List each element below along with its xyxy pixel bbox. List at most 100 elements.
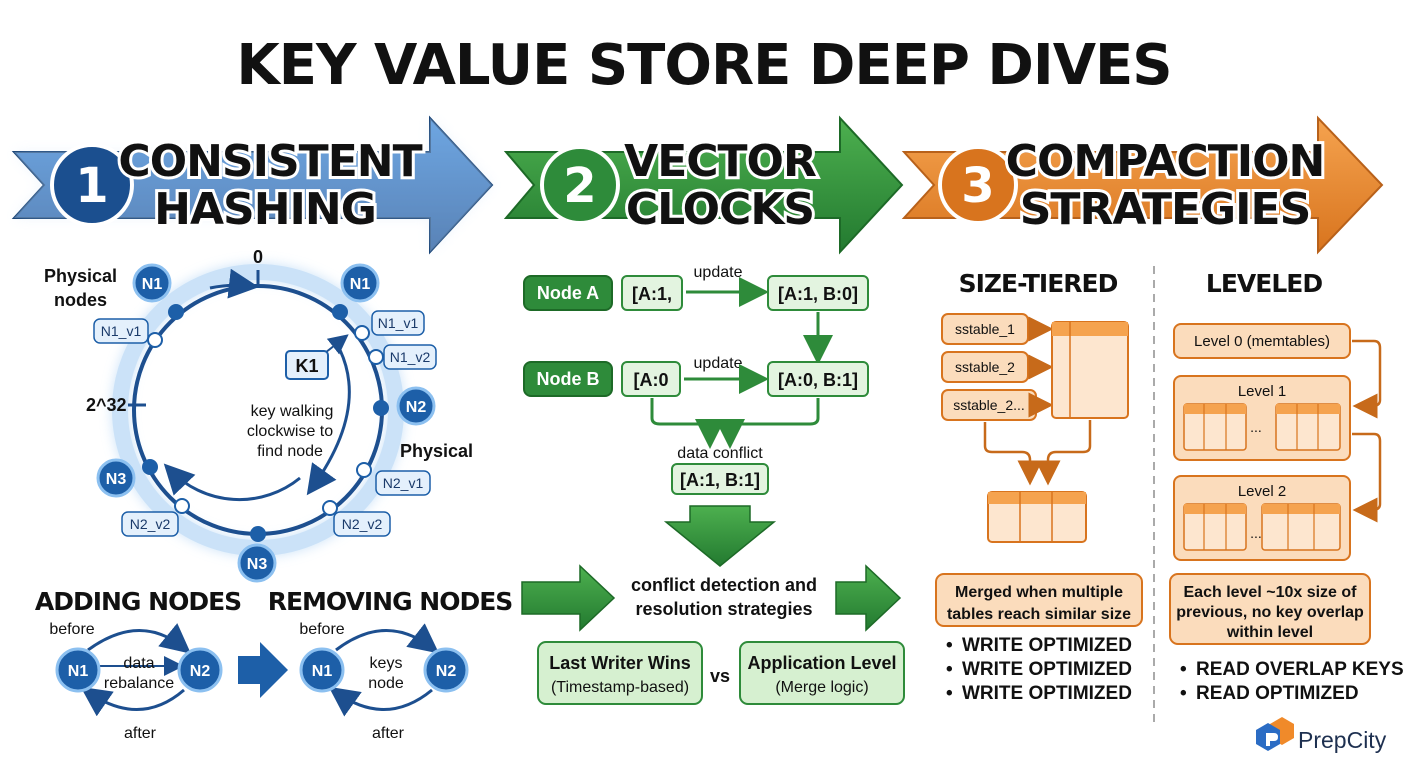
data-conflict-label: data conflict [677,445,763,462]
last-writer-wins-title: Last Writer Wins [549,653,691,673]
removing-nodes-heading: REMOVING NODES [268,587,513,616]
svg-text:N2: N2 [436,663,457,680]
svg-text:...: ... [1250,525,1262,541]
physical-node-n3-left: N3 [96,458,136,498]
vnode-n1-v2-label: N1_v2 [390,349,431,365]
section-1-banner: 1 CONSISTENT HASHING [11,115,494,255]
svg-text:N3: N3 [106,471,127,488]
node-a-box [523,275,613,311]
leveled-bullet-2: • [1180,683,1187,704]
svg-text:before: before [49,621,94,638]
svg-text:WRITE OPTIMIZED: WRITE OPTIMIZED [962,659,1132,680]
adding-nodes-heading: ADDING NODES [35,587,241,616]
vnode-n1-v2 [383,344,437,370]
key-k1-label: K1 [295,356,318,376]
node-b-start-clock: [A:0 [634,370,669,390]
svg-text:N2: N2 [190,663,211,680]
section-1-title-line1: CONSISTENT [118,136,422,187]
size-tiered-bullet-3: • [946,683,953,704]
node-b-box [523,361,613,397]
application-level-box [739,641,905,705]
page-title: KEY VALUE STORE DEEP DIVES [236,33,1171,98]
section-3-banner: 3 COMPACTION STRATEGIES [901,115,1384,255]
svg-text:Level 1: Level 1 [1238,383,1286,400]
application-level-subtitle: (Merge logic) [775,679,868,696]
section-2-title-line1: VECTOR [624,136,816,187]
ring-max-label: 2^32 [86,395,127,415]
physical-nodes-label-1: Physical [44,266,117,286]
svg-text:rebalance: rebalance [104,675,174,692]
size-tiered-bullet-1: • [946,635,953,656]
section-3-number-badge [938,145,1018,225]
size-tiered-bullet-2: • [946,659,953,680]
svg-text:WRITE OPTIMIZED: WRITE OPTIMIZED [962,683,1132,704]
vnode-n1-v1-right-label: N1_v1 [378,315,419,331]
section-1-number: 1 [75,158,108,214]
svg-text:after: after [372,725,405,742]
vnode-n2-v2-left-label: N2_v2 [130,516,171,532]
svg-text:update: update [694,355,743,372]
vnode-n1-v1-right [371,310,425,336]
svg-text:Merged when multiple: Merged when multiple [955,584,1123,601]
svg-text:WRITE OPTIMIZED: WRITE OPTIMIZED [962,635,1132,656]
node-b-end-clock: [A:0, B:1] [778,370,858,390]
svg-text:Each level ~10x size of: Each level ~10x size of [1184,584,1358,601]
section-2-banner: 2 VECTOR CLOCKS [503,115,904,255]
physical-node-n1-left: N1 [132,263,172,303]
leveled-note-box [1169,573,1371,645]
svg-text:node: node [368,675,404,692]
physical-node-n3-bottom: N3 [237,543,277,583]
section-3-title-line2: STRATEGIES [1020,184,1311,235]
section-3-number: 3 [961,158,994,214]
svg-text:N3: N3 [247,556,268,573]
physical-node-n2: N2 [396,386,436,426]
physical-label: Physical [400,441,473,461]
key-k1-box [285,350,329,380]
node-b-label: Node B [537,369,600,389]
svg-text:Level 0 (memtables): Level 0 (memtables) [1194,333,1330,350]
vs-label: vs [710,666,730,686]
sstable-2: sstable_2 [955,359,1015,375]
svg-text:tables reach similar size: tables reach similar size [947,606,1131,623]
key-walk-text-2: clockwise to [247,423,333,440]
sstable-1: sstable_1 [955,321,1015,337]
strategy-text-1: conflict detection and [631,575,817,595]
node-a-end-clock: [A:1, B:0] [778,284,858,304]
adding-to-removing-arrow [238,642,288,698]
application-level-title: Application Level [747,653,896,673]
svg-text:update: update [694,264,743,281]
key-walk-text-1: key walking [251,403,334,420]
physical-node-n1-right: N1 [340,263,380,303]
svg-text:READ OVERLAP KEYS: READ OVERLAP KEYS [1196,659,1404,680]
last-writer-wins-subtitle: (Timestamp-based) [551,679,689,696]
removing-nodes-diagram: REMOVING NODES before N1 N2 keys node af… [268,587,514,742]
svg-text:N2: N2 [406,399,427,416]
section-3-title-line1: COMPACTION [1006,136,1325,187]
node-a-label: Node A [537,283,599,303]
svg-text:N1: N1 [350,276,371,293]
level-0-box [1173,323,1351,359]
ring-zero-label: 0 [253,247,263,267]
svg-text:N1: N1 [142,276,163,293]
brand-name: PrepCity [1298,727,1387,753]
vnode-n1-v1-left-label: N1_v1 [101,323,142,339]
key-walk-text-3: find node [257,443,323,460]
svg-text:before: before [299,621,344,638]
merged-sstable-block [1051,321,1129,419]
brand-logo: PrepCity [1256,717,1387,753]
data-conflict-clock: [A:1, B:1] [680,470,760,490]
section-2-title-line2: CLOCKS [626,184,814,235]
section-2-number-badge [540,145,620,225]
svg-text:after: after [124,725,157,742]
svg-text:READ OPTIMIZED: READ OPTIMIZED [1196,683,1359,704]
svg-text:data: data [123,655,154,672]
right-strategy-arrow [835,564,902,632]
vnode-n2-v1 [375,470,431,496]
left-strategy-arrow [521,564,616,632]
vnode-n1-v1-left [93,318,149,344]
adding-nodes-diagram: ADDING NODES before N1 N2 data rebalance… [35,587,242,742]
svg-text:previous, no key overlap: previous, no key overlap [1176,604,1364,621]
vnode-n2-v2-right-label: N2_v2 [342,516,383,532]
node-a-start-clock: [A:1, [632,284,672,304]
